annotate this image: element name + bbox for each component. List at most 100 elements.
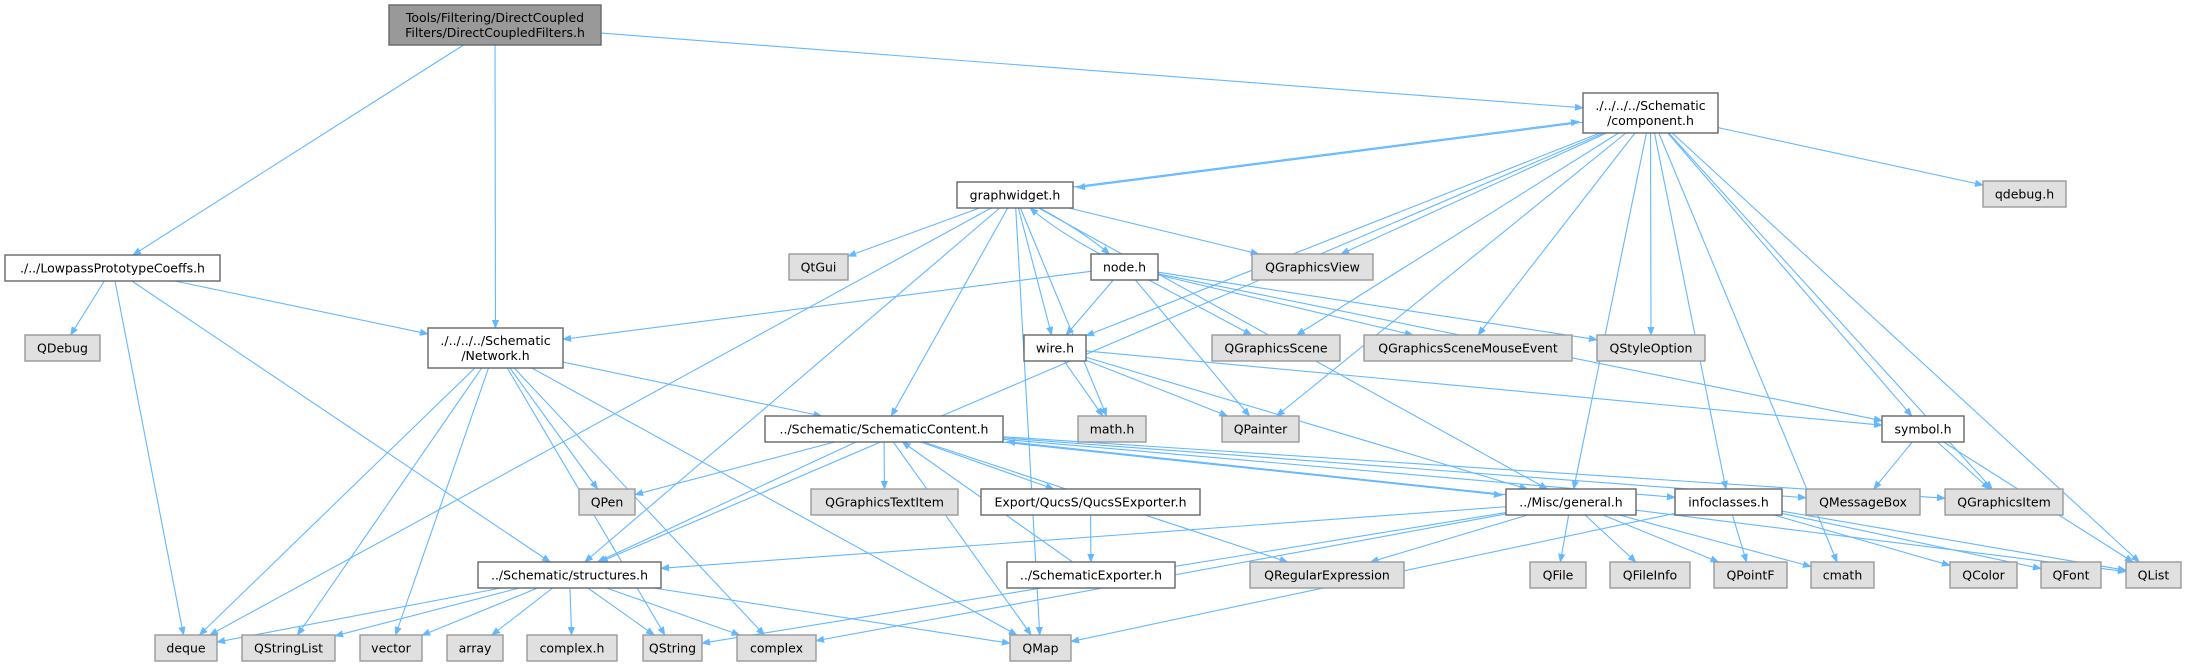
node-qdebug_h: qdebug.h xyxy=(1982,180,2067,208)
node-label: array xyxy=(459,641,492,656)
node-export[interactable]: Export/QucsS/QucsSExporter.h xyxy=(980,488,1201,516)
edge-component-to-qgraphicsscene xyxy=(1295,132,1619,336)
edge-structures-to-complexh xyxy=(567,587,575,636)
edge-schematiccontent-to-general xyxy=(998,441,1503,498)
edge-general-to-cmath xyxy=(1619,514,1812,568)
node-general[interactable]: ../Misc/general.h xyxy=(1505,488,1637,516)
edge-component-to-structures xyxy=(599,132,1604,563)
node-label: ../SchematicExporter.h xyxy=(1020,568,1162,583)
node-box xyxy=(1023,334,1087,362)
node-graphwidget[interactable]: graphwidget.h xyxy=(956,181,1074,209)
nodes-layer: Tools/Filtering/DirectCoupledFilters/Dir… xyxy=(4,4,2182,662)
node-label: ./../../../Schematic xyxy=(1595,98,1705,113)
node-box xyxy=(642,634,703,662)
node-label: QDebug xyxy=(37,341,88,356)
node-label: QtGui xyxy=(801,260,837,275)
node-label: ../Schematic/SchematicContent.h xyxy=(780,422,989,437)
node-box xyxy=(4,254,221,282)
node-box xyxy=(1249,561,1405,589)
node-box xyxy=(446,634,504,662)
node-structures[interactable]: ../Schematic/structures.h xyxy=(477,561,662,589)
node-wire[interactable]: wire.h xyxy=(1023,334,1087,362)
node-label: QGraphicsItem xyxy=(1957,495,2051,510)
node-label: qdebug.h xyxy=(1995,187,2054,202)
edge-graphwidget-to-schematiccontent xyxy=(890,207,1009,417)
node-box xyxy=(241,634,336,662)
node-label: Export/QucsS/QucsSExporter.h xyxy=(995,495,1187,510)
edge-general-to-qregexp xyxy=(1369,514,1528,564)
node-label: QStyleOption xyxy=(1610,341,1693,356)
node-label: QRegularExpression xyxy=(1264,568,1390,583)
node-box xyxy=(788,253,849,281)
node-schexporter[interactable]: ../SchematicExporter.h xyxy=(1006,561,1176,589)
node-network[interactable]: ./../../../Schematic/Network.h xyxy=(427,327,564,369)
node-qpainter: QPainter xyxy=(1221,415,1300,443)
edge-root-to-lowpass xyxy=(132,44,464,256)
node-label: QPainter xyxy=(1234,422,1288,437)
node-qstring: QString xyxy=(642,634,703,662)
node-label: /Network.h xyxy=(461,348,529,363)
edge-component-to-qgsme xyxy=(1477,132,1636,336)
edge-infoclasses-to-qpointf xyxy=(1731,514,1748,563)
node-box xyxy=(1596,334,1706,362)
node-label: QPointF xyxy=(1726,568,1774,583)
edge-network-to-schematiccontent xyxy=(562,361,823,418)
edge-structures-to-array xyxy=(491,587,554,636)
node-label: QFileInfo xyxy=(1623,568,1677,583)
node-qgsme: QGraphicsSceneMouseEvent xyxy=(1363,334,1573,362)
node-symbol[interactable]: symbol.h xyxy=(1881,415,1965,443)
edge-graphwidget-to-wire xyxy=(1017,207,1054,336)
edge-wire-to-symbol xyxy=(1085,350,1883,429)
node-root[interactable]: Tools/Filtering/DirectCoupledFilters/Dir… xyxy=(388,4,602,46)
edge-component-to-wire xyxy=(1085,132,1601,337)
edge-component-to-infoclasses xyxy=(1653,132,1728,490)
node-label: ./../../../Schematic xyxy=(440,333,550,348)
edge-infoclasses-to-qcolor xyxy=(1773,514,1951,567)
node-box xyxy=(1006,561,1176,589)
node-box xyxy=(1211,334,1341,362)
node-qpointf: QPointF xyxy=(1713,561,1788,589)
edge-node-to-qstyleoption xyxy=(1157,271,1598,343)
node-label: QColor xyxy=(1962,568,2005,583)
edge-component-to-symbol xyxy=(1667,132,1913,417)
edge-wire-to-math xyxy=(1063,360,1104,417)
node-box xyxy=(2040,561,2102,589)
edge-lowpass-to-structures xyxy=(131,280,551,563)
edge-structures-to-qmap xyxy=(653,587,1011,646)
node-qtgui: QtGui xyxy=(788,253,849,281)
node-label: symbol.h xyxy=(1894,422,1951,437)
node-component[interactable]: ./../../../Schematic/component.h xyxy=(1582,92,1719,134)
node-label: QMessageBox xyxy=(1819,495,1907,510)
edges-layer xyxy=(70,32,2141,646)
node-box xyxy=(359,634,423,662)
node-lowpass[interactable]: ./../LowpassPrototypeCoeffs.h xyxy=(4,254,221,282)
node-node[interactable]: node.h xyxy=(1090,253,1159,281)
node-qmessagebox: QMessageBox xyxy=(1805,488,1921,516)
node-label: QGraphicsView xyxy=(1265,260,1360,275)
node-box xyxy=(24,334,101,362)
edge-general-to-qfile xyxy=(1558,514,1570,563)
edge-component-to-qdebug_h xyxy=(1717,127,1984,187)
node-label: complex.h xyxy=(540,641,605,656)
node-label: QGraphicsTextItem xyxy=(825,495,944,510)
edge-general-to-structures xyxy=(660,506,1507,572)
node-schematiccontent[interactable]: ../Schematic/SchematicContent.h xyxy=(764,415,1004,443)
node-deque: deque xyxy=(154,634,218,662)
node-qfont: QFont xyxy=(2040,561,2102,589)
node-label: infoclasses.h xyxy=(1688,495,1769,510)
node-complex: complex xyxy=(736,634,817,662)
edge-network-to-qmap xyxy=(531,367,1018,636)
node-box xyxy=(956,181,1074,209)
node-box xyxy=(1363,334,1573,362)
node-box xyxy=(764,415,1004,443)
node-qstyleoption: QStyleOption xyxy=(1596,334,1706,362)
node-box xyxy=(154,634,218,662)
node-label: QStringList xyxy=(254,641,323,656)
node-infoclasses[interactable]: infoclasses.h xyxy=(1674,488,1783,516)
node-qlist: QList xyxy=(2125,561,2182,589)
edge-symbol-to-qmessagebox xyxy=(1873,441,1913,490)
node-box xyxy=(1529,561,1587,589)
node-label: QList xyxy=(2138,568,2170,583)
node-qfileinfo: QFileInfo xyxy=(1609,561,1691,589)
edge-general-to-qpointf xyxy=(1602,514,1720,563)
